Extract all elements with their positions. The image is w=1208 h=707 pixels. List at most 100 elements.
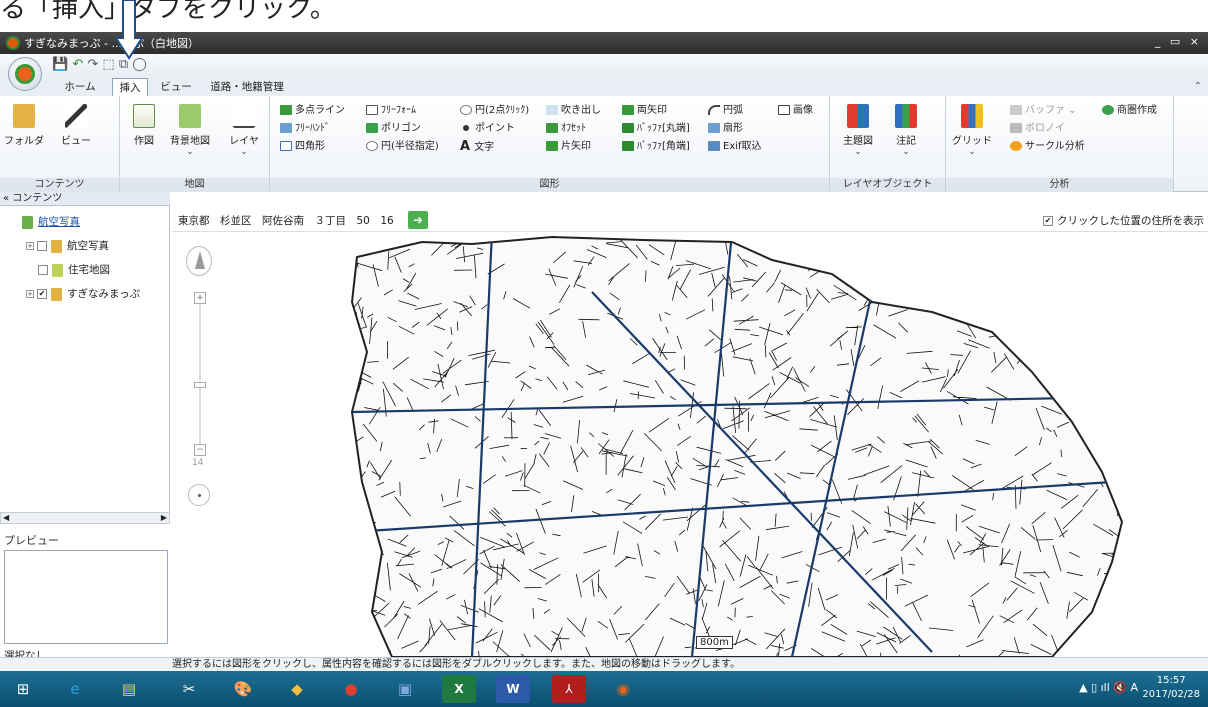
ie-browser-icon[interactable]: e [70, 680, 80, 698]
aerial-checkbox[interactable] [37, 241, 47, 251]
go-arrow-button[interactable]: ➜ [408, 211, 428, 229]
excel-icon[interactable]: X [442, 675, 476, 703]
system-tray[interactable]: ▲ ▯ ıll 🔇 A [1079, 681, 1138, 694]
group-map: 作図 背景地図 ⌄ レイヤ ⌄ 地図 [120, 96, 270, 192]
locate-button[interactable] [188, 484, 210, 506]
save-icon[interactable]: 💾 [52, 57, 69, 72]
select-rect-icon[interactable]: ⬚ [102, 57, 115, 72]
group-contents: フォルダ ビュー コンテンツ [0, 96, 120, 192]
offset-button[interactable]: ｵﾌｾｯﾄ [546, 120, 601, 138]
trade-area-label: 商圏作成 [1117, 105, 1157, 116]
buffer-button[interactable]: バッファ ⌄ [1010, 102, 1085, 120]
word-icon[interactable]: W [496, 675, 530, 703]
contents-panel-header[interactable]: « コンテンツ [0, 192, 170, 206]
trade-area-button[interactable]: 商圏作成 [1102, 102, 1157, 120]
start-windows-icon[interactable]: ⊞ [16, 680, 30, 698]
network-app-icon[interactable]: ▣ [397, 680, 413, 698]
point-button[interactable]: ポイント [460, 120, 529, 138]
image-button[interactable]: 画像 [778, 102, 813, 120]
tab-view[interactable]: ビュー [160, 81, 192, 93]
map-street-drawing [350, 235, 1124, 657]
tab-insert[interactable]: 挿入 [112, 78, 148, 96]
freeform-button[interactable]: ﾌﾘｰﾌｫｰﾑ [366, 102, 439, 120]
redo-icon[interactable]: ↷ [87, 57, 99, 72]
compass-icon[interactable] [186, 246, 212, 276]
chrome-icon[interactable]: ● [344, 680, 358, 698]
explorer-folder-icon[interactable]: ▤ [121, 680, 137, 698]
shapes-col-7: 画像 [778, 102, 813, 120]
tree-item-label: すぎなみまっぷ [67, 288, 141, 300]
zoom-slider-track[interactable] [199, 304, 201, 444]
folder-button[interactable]: フォルダ [4, 98, 44, 147]
scroll-right-icon[interactable]: ▶ [160, 513, 167, 522]
snipping-tool-icon[interactable]: ✂ [182, 680, 196, 698]
polyline-button[interactable]: 多点ライン [280, 102, 345, 120]
tree-item-suginami[interactable]: +✔ すぎなみまっぷ [26, 284, 140, 304]
quick-access-icons[interactable]: 💾 ↶ ↷ ⬚ ⧉ ◯ [52, 57, 147, 72]
zoom-in-button[interactable]: + [194, 292, 206, 304]
theme-map-button[interactable]: 主題図 ⌄ [838, 98, 878, 157]
view-button[interactable]: ビュー [56, 98, 96, 147]
undo-icon[interactable]: ↶ [72, 57, 84, 72]
background-map-button[interactable]: 背景地図 ⌄ [170, 98, 210, 157]
tree-root[interactable]: 航空写真 [22, 212, 80, 232]
housing-checkbox[interactable] [38, 265, 48, 275]
tab-home[interactable]: ホーム [64, 81, 96, 93]
tree-item-housing[interactable]: 住宅地図 [38, 260, 110, 280]
paint-icon[interactable]: 🎨 [233, 680, 253, 698]
zoom-slider-thumb[interactable] [194, 382, 206, 388]
zoom-out-button[interactable]: − [194, 444, 206, 456]
single-arrow-button[interactable]: 片矢印 [546, 138, 601, 156]
polygon-button[interactable]: ポリゴン [366, 120, 439, 138]
chevron-down-icon: ⌄ [968, 147, 976, 157]
group-label-shapes: 図形 [270, 178, 829, 192]
buffer-square-button[interactable]: ﾊﾞｯﾌｧ[角端] [622, 138, 690, 156]
scroll-left-icon[interactable]: ◀ [3, 513, 10, 522]
freehand-button[interactable]: ﾌﾘｰﾊﾝﾄﾞ [280, 120, 345, 138]
shapes-col-5: 両矢印 ﾊﾞｯﾌｧ[丸端] ﾊﾞｯﾌｧ[角端] [622, 102, 690, 156]
tree-horizontal-scrollbar[interactable]: ◀ ▶ [0, 512, 170, 524]
show-address-toggle[interactable]: ✔クリックした位置の住所を表示 [1043, 213, 1204, 228]
ribbon: フォルダ ビュー コンテンツ 作図 背景地図 ⌄ レイヤ ⌄ [0, 96, 1208, 192]
folder-app-icon[interactable]: ◆ [291, 680, 303, 698]
expand-icon[interactable]: + [26, 242, 34, 250]
sector-button[interactable]: 扇形 [708, 120, 762, 138]
annotation-button[interactable]: 注記 ⌄ [886, 98, 926, 157]
expand-icon[interactable]: + [26, 290, 34, 298]
draw-button[interactable]: 作図 [124, 98, 164, 147]
tab-road-cadastre[interactable]: 道路・地籍管理 [210, 81, 284, 93]
tree-item-aerial[interactable]: +航空写真 [26, 236, 109, 256]
rectangle-label: 四角形 [295, 141, 325, 152]
app-menu-button[interactable] [8, 57, 42, 91]
map-canvas[interactable]: + − 14 800m [172, 232, 1208, 657]
rectangle-button[interactable]: 四角形 [280, 138, 345, 156]
clock[interactable]: 15:57 2017/02/28 [1142, 674, 1200, 702]
circle-2point-button[interactable]: 円(2点ｸﾘｯｸ) [460, 102, 529, 120]
chevron-down-icon: ⌄ [240, 147, 248, 157]
title-bar: すぎなみまっぷ - ...っぷ（白地図） _ ▭ × [0, 32, 1208, 54]
acrobat-icon[interactable]: ⅄ [552, 675, 586, 703]
zoom-level: 14 [192, 458, 204, 468]
tree-root-label: 航空写真 [38, 216, 80, 228]
circle-analysis-button[interactable]: サークル分析 [1010, 138, 1085, 156]
circle-2point-label: 円(2点ｸﾘｯｸ) [475, 105, 530, 116]
app-orb-icon [15, 64, 35, 84]
callout-button[interactable]: 吹き出し [546, 102, 601, 120]
exif-import-button[interactable]: Exif取込 [708, 138, 762, 156]
suginami-map-app-icon[interactable]: ◉ [616, 680, 630, 698]
grid-button[interactable]: グリッド ⌄ [952, 98, 992, 157]
window-controls[interactable]: _ ▭ × [1154, 35, 1202, 48]
circle-select-icon[interactable]: ◯ [132, 57, 147, 72]
layer-button[interactable]: レイヤ ⌄ [224, 98, 264, 157]
copy-icon[interactable]: ⧉ [118, 57, 129, 72]
suginami-checkbox[interactable]: ✔ [37, 289, 47, 299]
voronoi-button[interactable]: ボロノイ [1010, 120, 1085, 138]
shapes-col-2: ﾌﾘｰﾌｫｰﾑ ポリゴン 円(半径指定) [366, 102, 439, 156]
show-address-checkbox[interactable]: ✔ [1043, 216, 1053, 226]
ribbon-collapse-icon[interactable]: ⌃ [1193, 81, 1202, 92]
circle-radius-button[interactable]: 円(半径指定) [366, 138, 439, 156]
buffer-round-button[interactable]: ﾊﾞｯﾌｧ[丸端] [622, 120, 690, 138]
double-arrow-button[interactable]: 両矢印 [622, 102, 690, 120]
arc-button[interactable]: 円弧 [708, 102, 762, 120]
